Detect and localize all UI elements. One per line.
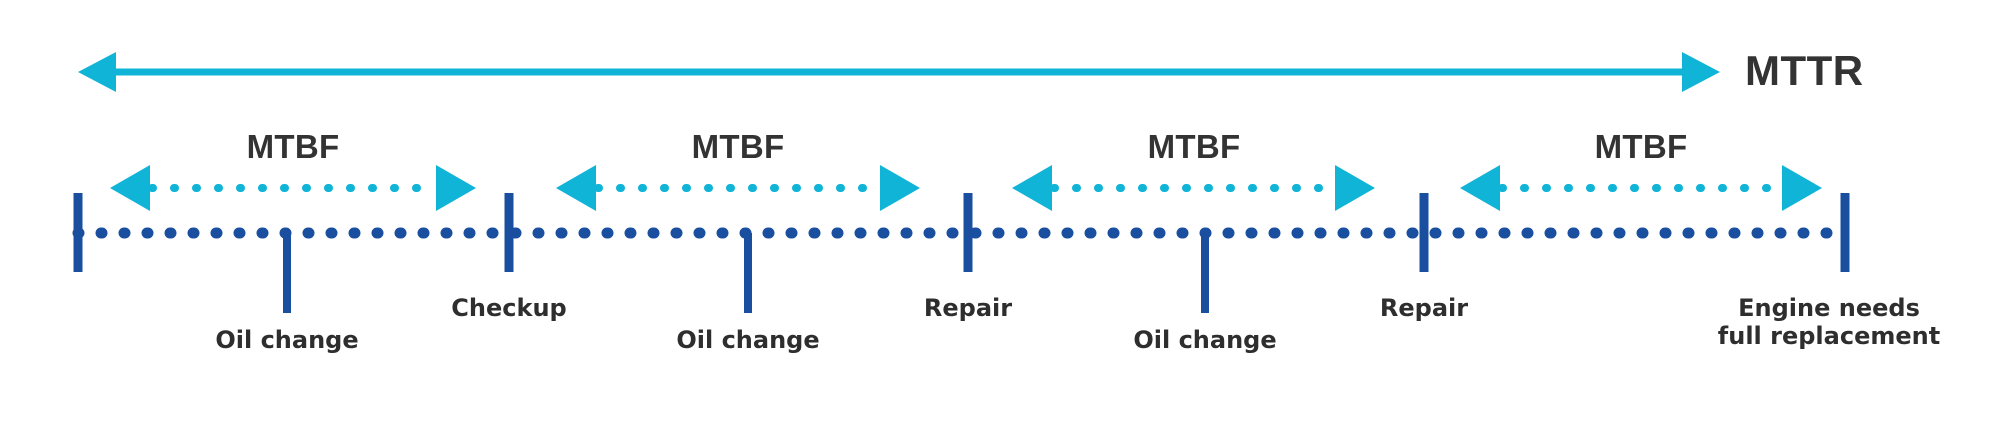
mtbf-arrow-1-head-left xyxy=(110,165,150,211)
timeline-tall-ticks xyxy=(73,193,1850,272)
mtbf-arrow-3 xyxy=(1012,165,1375,211)
mtbf-label-4: MTBF xyxy=(1594,128,1688,165)
mtbf-arrow-4-head-right xyxy=(1782,165,1822,211)
mtbf-label-1: MTBF xyxy=(246,128,340,165)
marker-label-oil-change-1: Oil change xyxy=(215,326,359,354)
marker-label-repair-1: Repair xyxy=(923,294,1013,322)
marker-label-oil-change-3: Oil change xyxy=(1133,326,1277,354)
marker-label-engine-replacement: Engine needs full replacement xyxy=(1717,294,1941,351)
mttr-label: MTTR xyxy=(1745,47,1864,94)
mtbf-arrow-1-head-right xyxy=(436,165,476,211)
marker-label-oil-change-2: Oil change xyxy=(676,326,820,354)
mtbf-arrow-3-head-left xyxy=(1012,165,1052,211)
timeline-short-ticks xyxy=(283,233,1209,313)
mttr-arrow-head-left xyxy=(78,52,116,92)
mtbf-label-2: MTBF xyxy=(691,128,785,165)
mtbf-arrow-2 xyxy=(556,165,920,211)
mtbf-arrow-4 xyxy=(1460,165,1822,211)
mttr-arrow-head-right xyxy=(1682,52,1720,92)
mtbf-arrow-2-head-left xyxy=(556,165,596,211)
marker-label-repair-2: Repair xyxy=(1379,294,1469,322)
marker-label-checkup: Checkup xyxy=(451,294,567,322)
mtbf-arrow-3-head-right xyxy=(1335,165,1375,211)
mtbf-arrow-2-head-right xyxy=(880,165,920,211)
mtbf-arrows-group xyxy=(110,165,1822,211)
mttr-arrow-group xyxy=(78,52,1720,92)
mtbf-label-3: MTBF xyxy=(1147,128,1241,165)
mtbf-arrow-4-head-left xyxy=(1460,165,1500,211)
mtbf-arrow-1 xyxy=(110,165,476,211)
